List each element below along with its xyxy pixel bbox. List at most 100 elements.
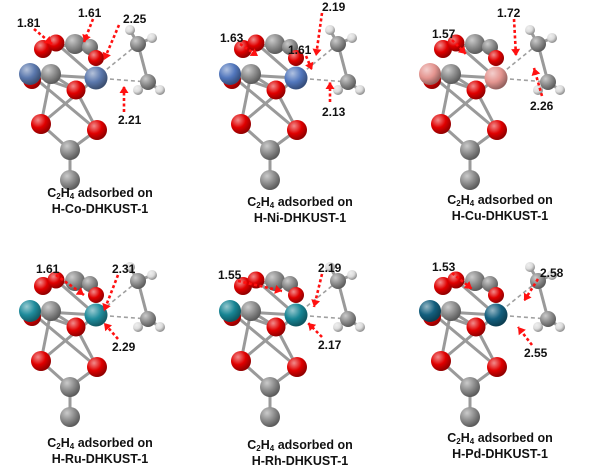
oxygen-atom [234,40,252,58]
caption-framework: H-Pd-DHKUST-1 [452,447,548,461]
carbon-atom [260,140,280,160]
arrow-head [43,36,52,44]
carbon-atom [265,34,285,54]
caption-sub: 2 [56,192,61,201]
caption-h: H [460,431,470,445]
hydrogen-atom [325,25,335,35]
arrow-head [511,48,521,56]
oxygen-atom [247,34,265,52]
distance-arrow [82,18,95,43]
hydrogen-atom [533,322,543,332]
carbon-atom [130,273,146,289]
arrow-head [82,33,91,42]
caption-framework: H-Cu-DHKUST-1 [451,209,549,223]
oxygen-atom [66,80,86,100]
hydrogen-atom [355,322,365,332]
bond [439,76,498,126]
caption-sub: 2 [456,199,461,208]
bond [28,309,99,369]
distance-label: 1.53 [432,260,456,274]
hydrogen-atom [355,85,365,95]
hydrogen-atom [133,85,143,95]
hydrogen-atom [525,262,535,272]
carbon-atom [241,64,261,84]
caption-c: C [447,193,457,207]
arrow-head [305,61,314,70]
distance-label: 1.61 [36,262,60,276]
distance-label: 2.31 [112,262,136,276]
arrow-head [311,299,321,307]
oxygen-atom [447,34,465,52]
distance-label: 2.29 [112,340,136,354]
arrow-head [457,45,466,54]
caption-c: C [247,195,257,209]
metal-atom [284,66,308,90]
caption-co: C2H4 adsorbed on H-Co-DHKUST-1 [0,185,200,217]
caption-h: H [260,195,270,209]
distance-label: 2.17 [318,338,342,352]
oxygen-atom [88,50,104,66]
distance-arrow [102,274,120,312]
hydrogen-atom [155,322,165,332]
hydrogen-atom [525,25,535,35]
carbon-atom [60,140,80,160]
oxygen-atom [487,357,507,377]
bond [228,72,299,132]
caption-framework: H-Co-DHKUST-1 [51,202,149,216]
distance-label: 2.25 [123,12,147,26]
arrow-head [325,82,335,89]
carbon-atom [65,34,85,54]
oxygen-atom [247,271,265,289]
hydrogen-atom [125,25,135,35]
hydrogen-atom [333,85,343,95]
hydrogen-atom [555,322,565,332]
arrow-head [119,86,129,93]
oxygen-atom [287,120,307,140]
arrow-head [312,48,322,56]
carbon-atom [340,311,356,327]
oxygen-atom [434,277,452,295]
oxygen-atom [487,120,507,140]
caption-rh: C2H4 adsorbed on H-Rh-DHKUST-1 [200,437,400,469]
caption-sub: 2 [256,201,261,210]
caption-c: C [47,186,57,200]
caption-c: C [47,436,57,450]
caption-sub: 2 [56,442,61,451]
hydrogen-atom [347,270,357,280]
distance-label: 1.63 [220,31,244,45]
metal-atom [484,303,508,327]
hydrogen-atom [547,33,557,43]
oxygen-atom [47,34,65,52]
hydrogen-atom [533,85,543,95]
hydrogen-atom [347,33,357,43]
molecule-ru: 1.61 2.31 2.29 [19,262,165,427]
caption-sub: 4 [269,444,275,453]
bond [228,309,299,369]
hydrogen-atom [147,270,157,280]
caption-rest: adsorbed on [474,431,553,445]
distance-label: 2.26 [530,99,554,113]
oxygen-atom [266,80,286,100]
caption-rest: adsorbed on [474,193,553,207]
distance-label: 1.72 [497,6,521,20]
oxygen-atom [288,287,304,303]
carbon-atom [340,74,356,90]
hydrogen-atom [547,270,557,280]
distance-label: 1.81 [17,16,41,30]
metal-atom [219,63,241,85]
carbon-atom [140,74,156,90]
distance-arrow [512,18,518,57]
oxygen-atom [87,120,107,140]
metal-atom [284,303,308,327]
hydrogen-atom [333,322,343,332]
carbon-atom [441,64,461,84]
caption-h: H [260,438,270,452]
distance-label: 2.21 [118,113,142,127]
carbon-atom [60,407,80,427]
carbon-atom [441,301,461,321]
